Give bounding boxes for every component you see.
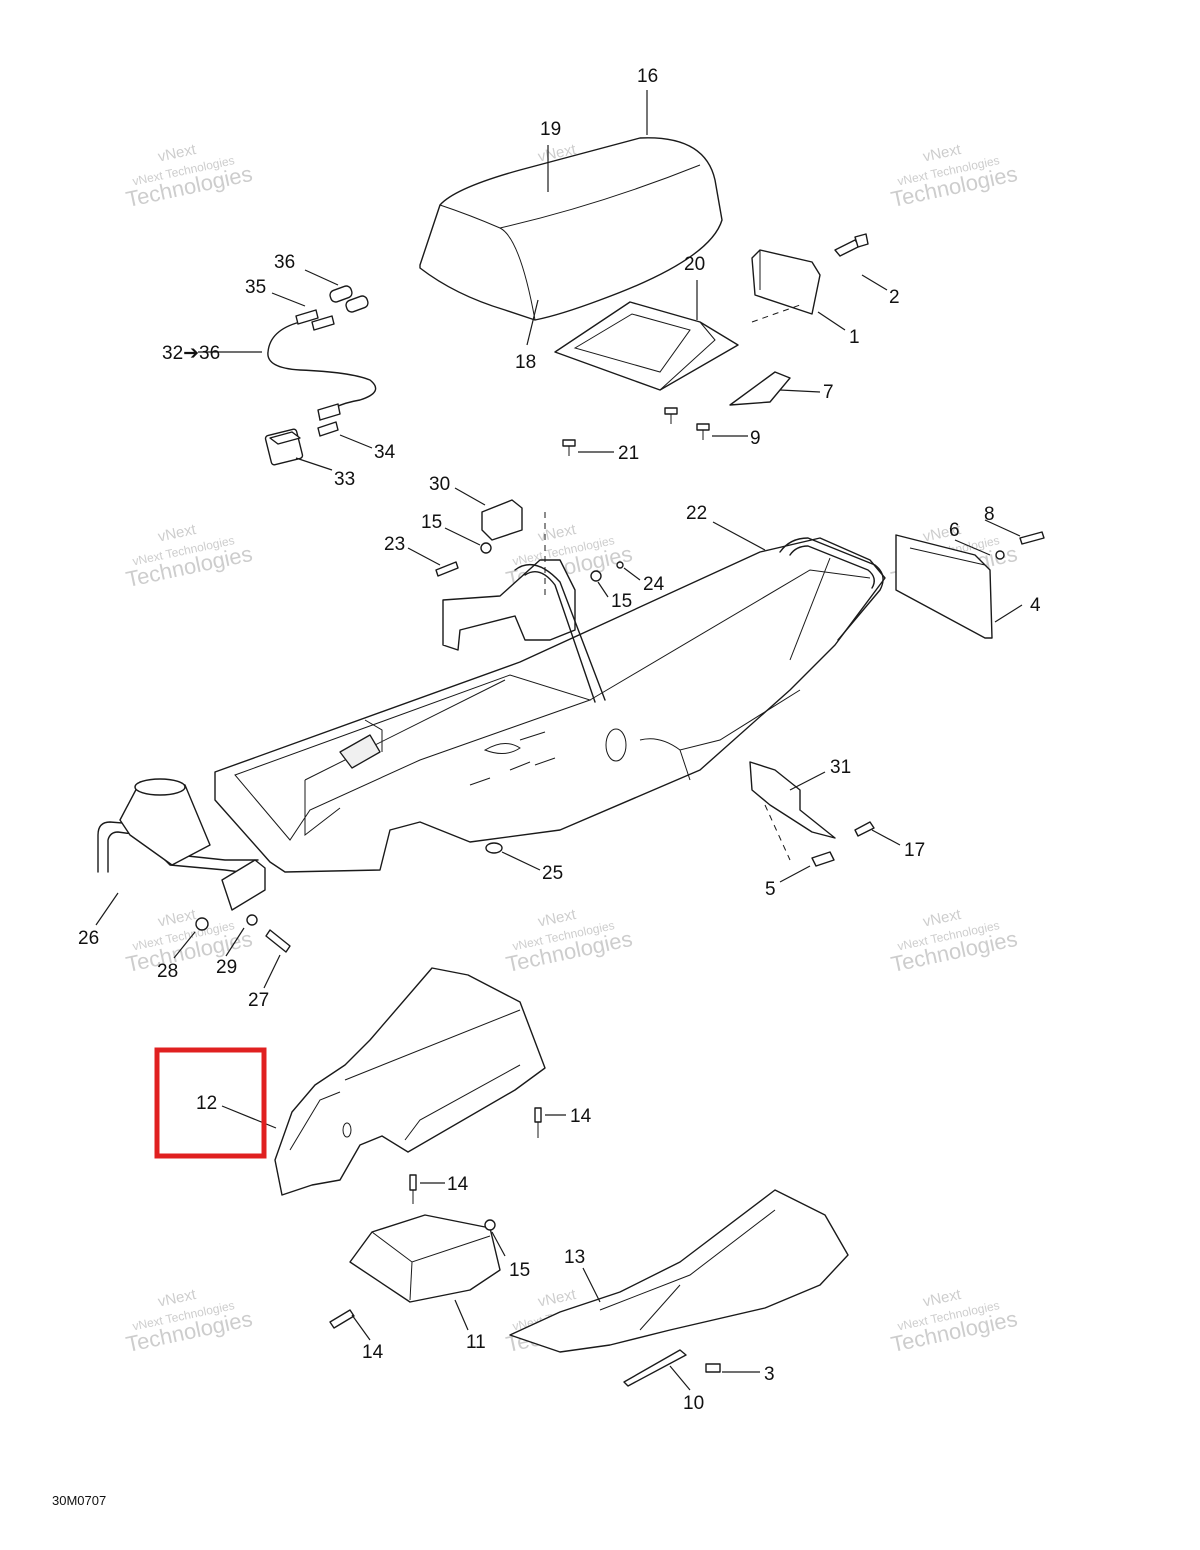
callout-34[interactable]: 34 — [374, 442, 396, 463]
callout-2[interactable]: 2 — [889, 287, 900, 308]
callout-14b[interactable]: 14 — [447, 1174, 469, 1195]
guard-bracket-part[interactable] — [749, 761, 875, 867]
callout-30[interactable]: 30 — [429, 474, 450, 495]
callout-18[interactable]: 18 — [515, 352, 536, 373]
tail-light-part[interactable] — [751, 233, 869, 323]
callout-31[interactable]: 31 — [830, 757, 851, 778]
callout-27[interactable]: 27 — [248, 990, 269, 1011]
callout-1[interactable]: 1 — [849, 327, 860, 348]
highlight-box — [154, 1047, 267, 1159]
callout-9[interactable]: 9 — [750, 428, 761, 449]
callout-labels: 16 19 36 35 32➔36 20 2 1 18 7 9 21 34 33… — [78, 66, 1041, 1414]
callout-36[interactable]: 36 — [274, 252, 295, 273]
callout-19[interactable]: 19 — [540, 119, 561, 140]
callout-35[interactable]: 35 — [245, 277, 266, 298]
screw-part[interactable] — [562, 407, 710, 456]
callout-16[interactable]: 16 — [637, 66, 658, 87]
callout-28[interactable]: 28 — [157, 961, 178, 982]
callout-17[interactable]: 17 — [904, 840, 925, 861]
tunnel-frame-part[interactable] — [214, 537, 886, 873]
deflector-part[interactable] — [509, 1189, 849, 1353]
callout-22[interactable]: 22 — [686, 503, 707, 524]
mud-flap-part[interactable] — [895, 531, 1045, 639]
callout-23[interactable]: 23 — [384, 534, 405, 555]
callout-14a[interactable]: 14 — [570, 1106, 592, 1127]
wiring-harness-part[interactable] — [264, 285, 377, 466]
lens-part[interactable] — [729, 371, 791, 406]
lower-panel-part[interactable] — [349, 1214, 501, 1303]
callout-3[interactable]: 3 — [764, 1364, 775, 1385]
callout-11[interactable]: 11 — [466, 1332, 486, 1353]
rivet-part[interactable] — [329, 1107, 542, 1329]
callout-10[interactable]: 10 — [683, 1393, 704, 1414]
callout-33[interactable]: 33 — [334, 469, 355, 490]
callout-15c[interactable]: 15 — [509, 1260, 530, 1281]
callout-25[interactable]: 25 — [542, 863, 563, 884]
callout-5[interactable]: 5 — [765, 879, 776, 900]
leader-lines — [95, 90, 1023, 1391]
callout-6[interactable]: 6 — [949, 520, 960, 541]
rubber-stop-part[interactable] — [485, 842, 503, 854]
callout-15b[interactable]: 15 — [611, 591, 632, 612]
seat-base-part[interactable] — [554, 301, 739, 391]
callout-4[interactable]: 4 — [1030, 595, 1041, 616]
strip-part[interactable] — [623, 1349, 721, 1387]
callout-8[interactable]: 8 — [984, 504, 995, 525]
diagram-code: 30M0707 — [52, 1493, 106, 1508]
callout-26[interactable]: 26 — [78, 928, 99, 949]
callout-7[interactable]: 7 — [823, 382, 834, 403]
callout-32-36[interactable]: 32➔36 — [162, 343, 220, 364]
callout-21[interactable]: 21 — [618, 443, 639, 464]
side-panel-part[interactable] — [274, 967, 546, 1196]
seat-bracket-part[interactable] — [435, 499, 624, 703]
callout-15[interactable]: 15 — [421, 512, 442, 533]
callout-14c[interactable]: 14 — [362, 1342, 384, 1363]
seat-part[interactable] — [419, 137, 723, 321]
callout-20[interactable]: 20 — [684, 254, 705, 275]
callout-24[interactable]: 24 — [643, 574, 665, 595]
callout-12[interactable]: 12 — [196, 1093, 217, 1114]
callout-13[interactable]: 13 — [564, 1247, 585, 1268]
callout-29[interactable]: 29 — [216, 957, 237, 978]
front-bumper-part[interactable] — [97, 778, 291, 953]
